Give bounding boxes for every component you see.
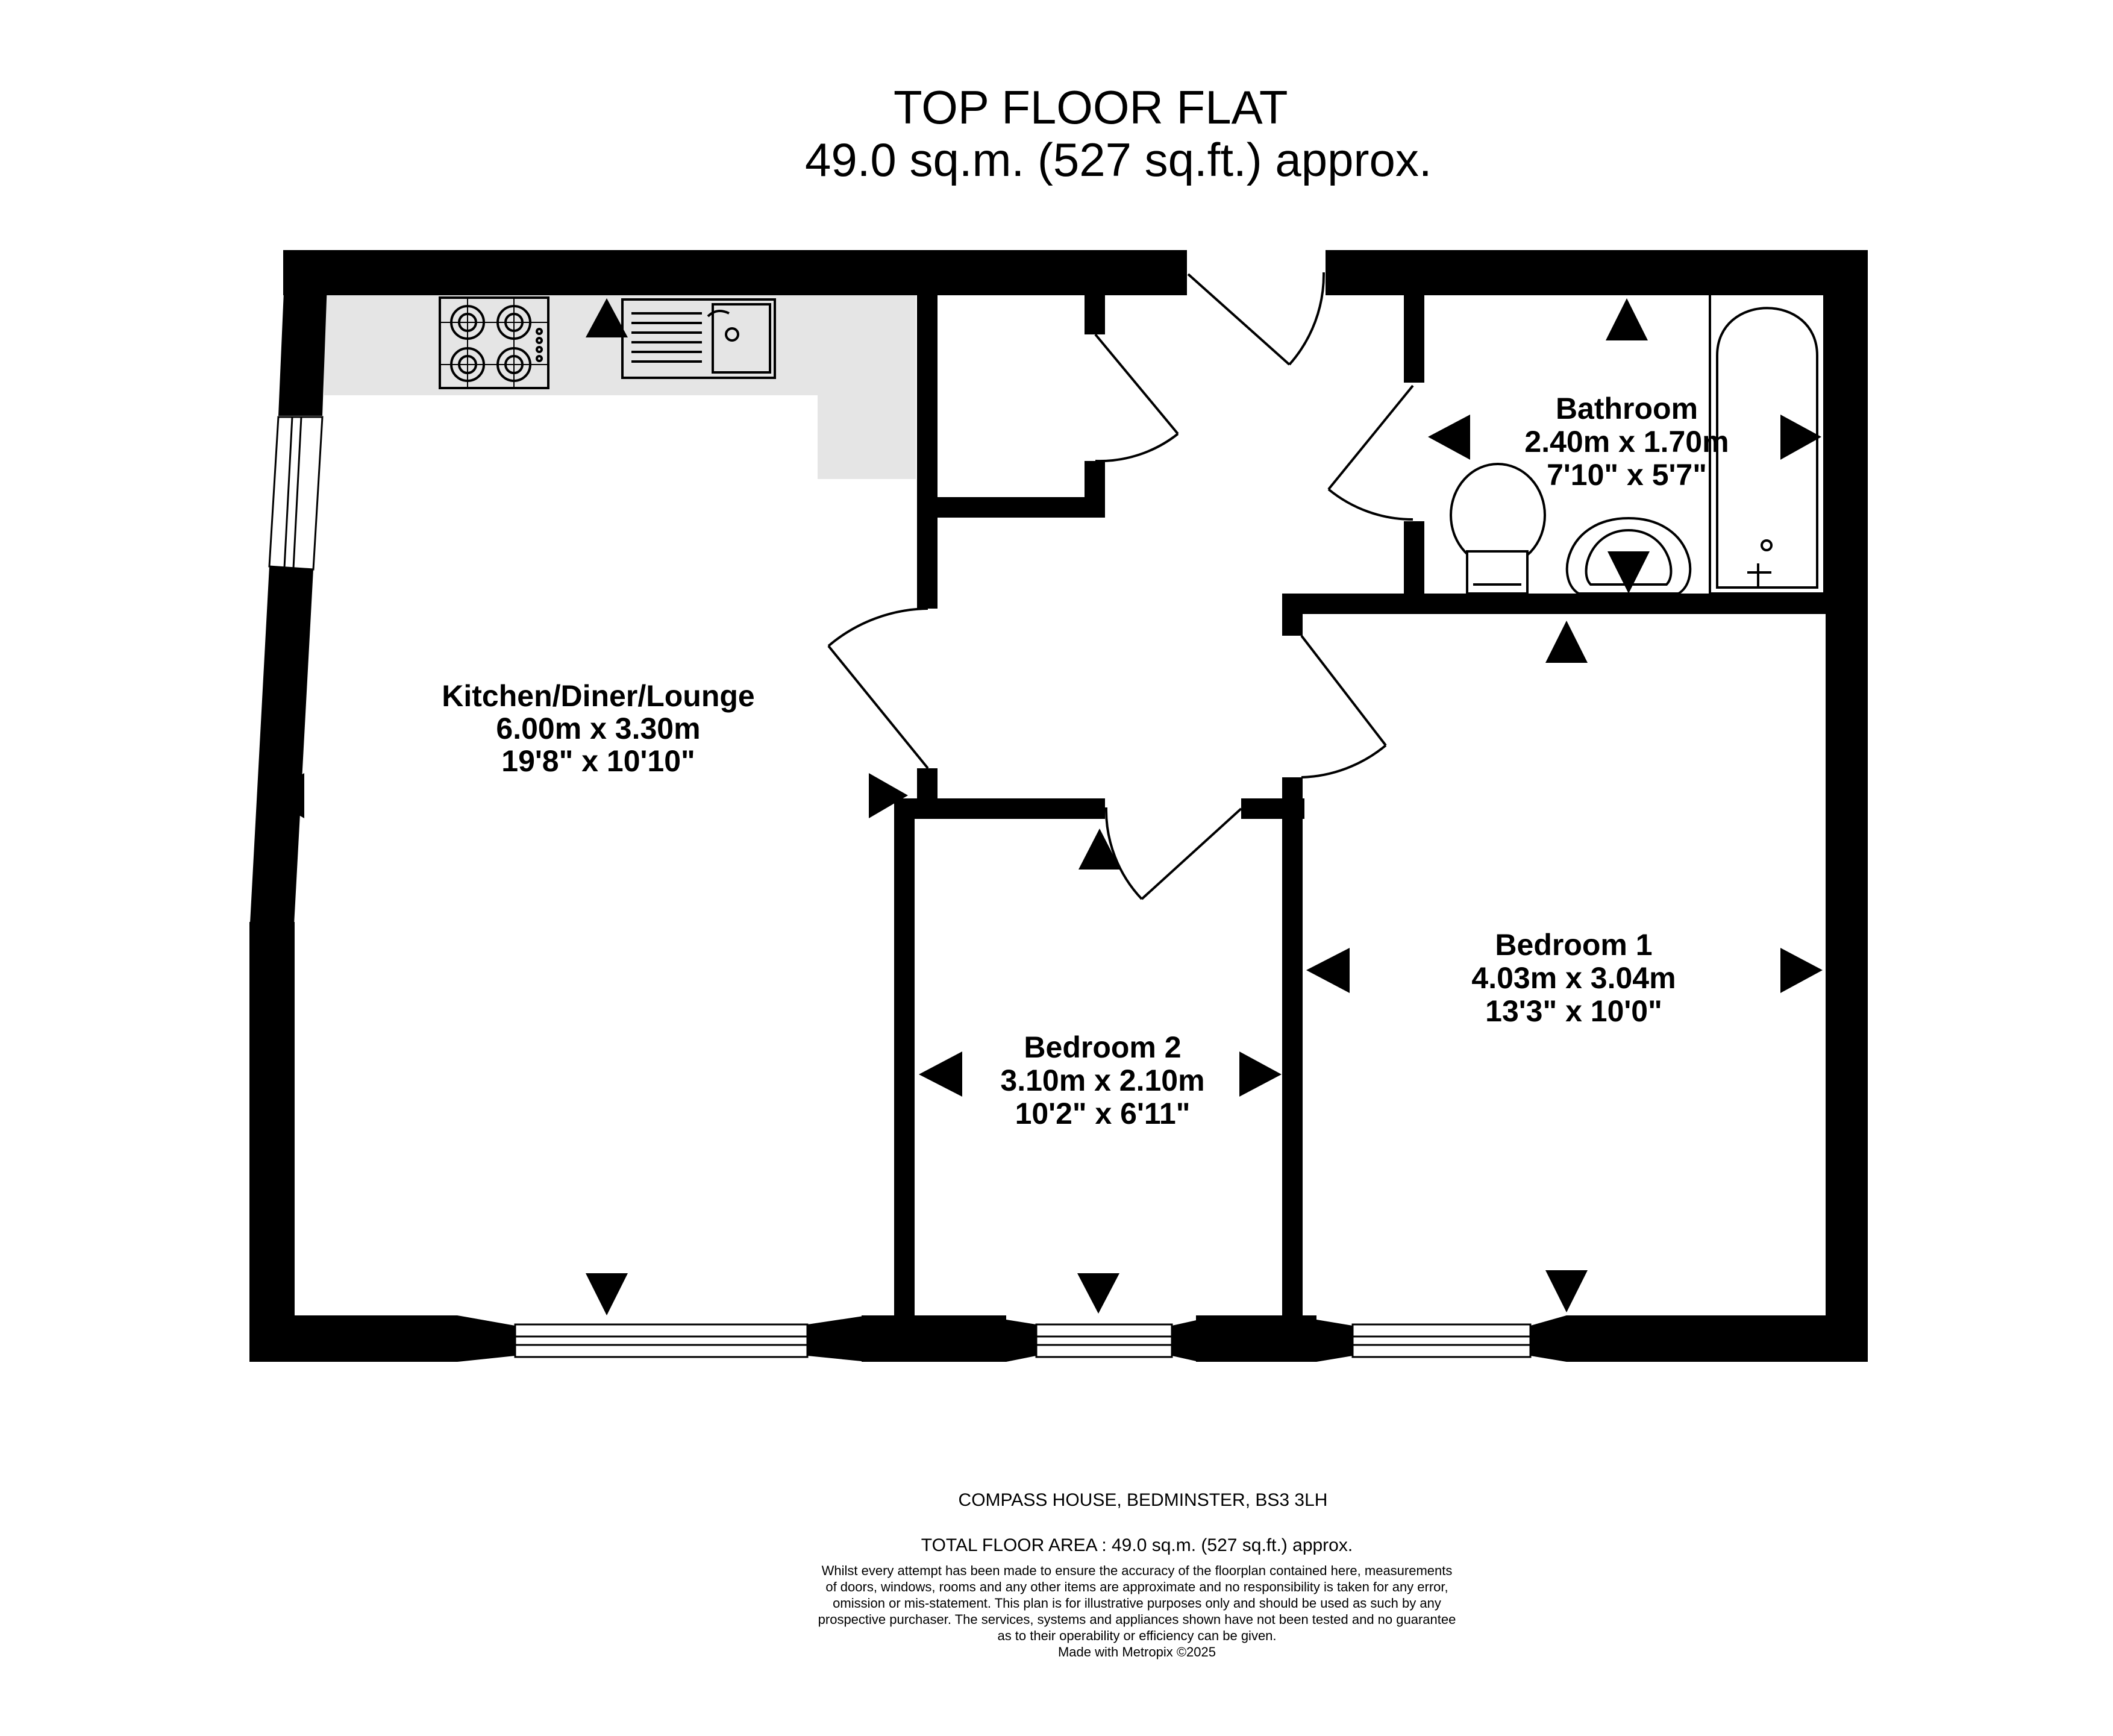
room-label-bedroom2: Bedroom 2 3.10m x 2.10m 10'2" x 6'11" <box>1000 1030 1204 1130</box>
room-metric: 6.00m x 3.30m <box>496 712 700 745</box>
plan-area: 49.0 sq.m. (527 sq.ft.) approx. <box>805 133 1432 186</box>
kitchen-counter <box>324 293 916 479</box>
room-imperial: 7'10" x 5'7" <box>1547 458 1707 492</box>
room-name: Bedroom 2 <box>1024 1030 1181 1064</box>
room-imperial: 13'3" x 10'0" <box>1485 994 1662 1028</box>
room-metric: 4.03m x 3.04m <box>1471 961 1676 995</box>
total-floor-area: TOTAL FLOOR AREA : 49.0 sq.m. (527 sq.ft… <box>921 1535 1353 1555</box>
doors <box>827 272 1414 900</box>
room-name: Bathroom <box>1556 392 1698 425</box>
room-imperial: 10'2" x 6'11" <box>1015 1097 1191 1130</box>
walls <box>249 250 1868 1362</box>
room-label-bedroom1: Bedroom 1 4.03m x 3.04m 13'3" x 10'0" <box>1471 928 1676 1028</box>
disclaimer-line: Made with Metropix ©2025 <box>1058 1644 1216 1659</box>
bath-icon <box>1709 291 1826 595</box>
room-name: Kitchen/Diner/Lounge <box>442 679 754 713</box>
disclaimer-line: omission or mis-statement. This plan is … <box>833 1596 1441 1611</box>
dimension-arrows <box>265 298 1823 1315</box>
room-imperial: 19'8" x 10'10" <box>501 744 695 778</box>
disclaimer-line: as to their operability or efficiency ca… <box>997 1628 1276 1643</box>
disclaimer: Whilst every attempt has been made to en… <box>818 1563 1456 1659</box>
toilet-icon <box>1450 463 1546 595</box>
disclaimer-line: Whilst every attempt has been made to en… <box>822 1563 1453 1578</box>
hob-icon <box>439 296 549 389</box>
sink-icon <box>621 298 776 379</box>
room-label-kitchen: Kitchen/Diner/Lounge 6.00m x 3.30m 19'8"… <box>442 679 754 778</box>
room-label-bathroom: Bathroom 2.40m x 1.70m 7'10" x 5'7" <box>1524 392 1729 492</box>
room-name: Bedroom 1 <box>1495 928 1652 962</box>
address: COMPASS HOUSE, BEDMINSTER, BS3 3LH <box>959 1490 1328 1510</box>
plan-title: TOP FLOOR FLAT <box>894 81 1288 134</box>
disclaimer-line: prospective purchaser. The services, sys… <box>818 1612 1456 1627</box>
room-metric: 3.10m x 2.10m <box>1000 1064 1204 1097</box>
windows <box>268 416 1532 1358</box>
room-metric: 2.40m x 1.70m <box>1524 425 1729 459</box>
disclaimer-line: of doors, windows, rooms and any other i… <box>825 1579 1448 1594</box>
